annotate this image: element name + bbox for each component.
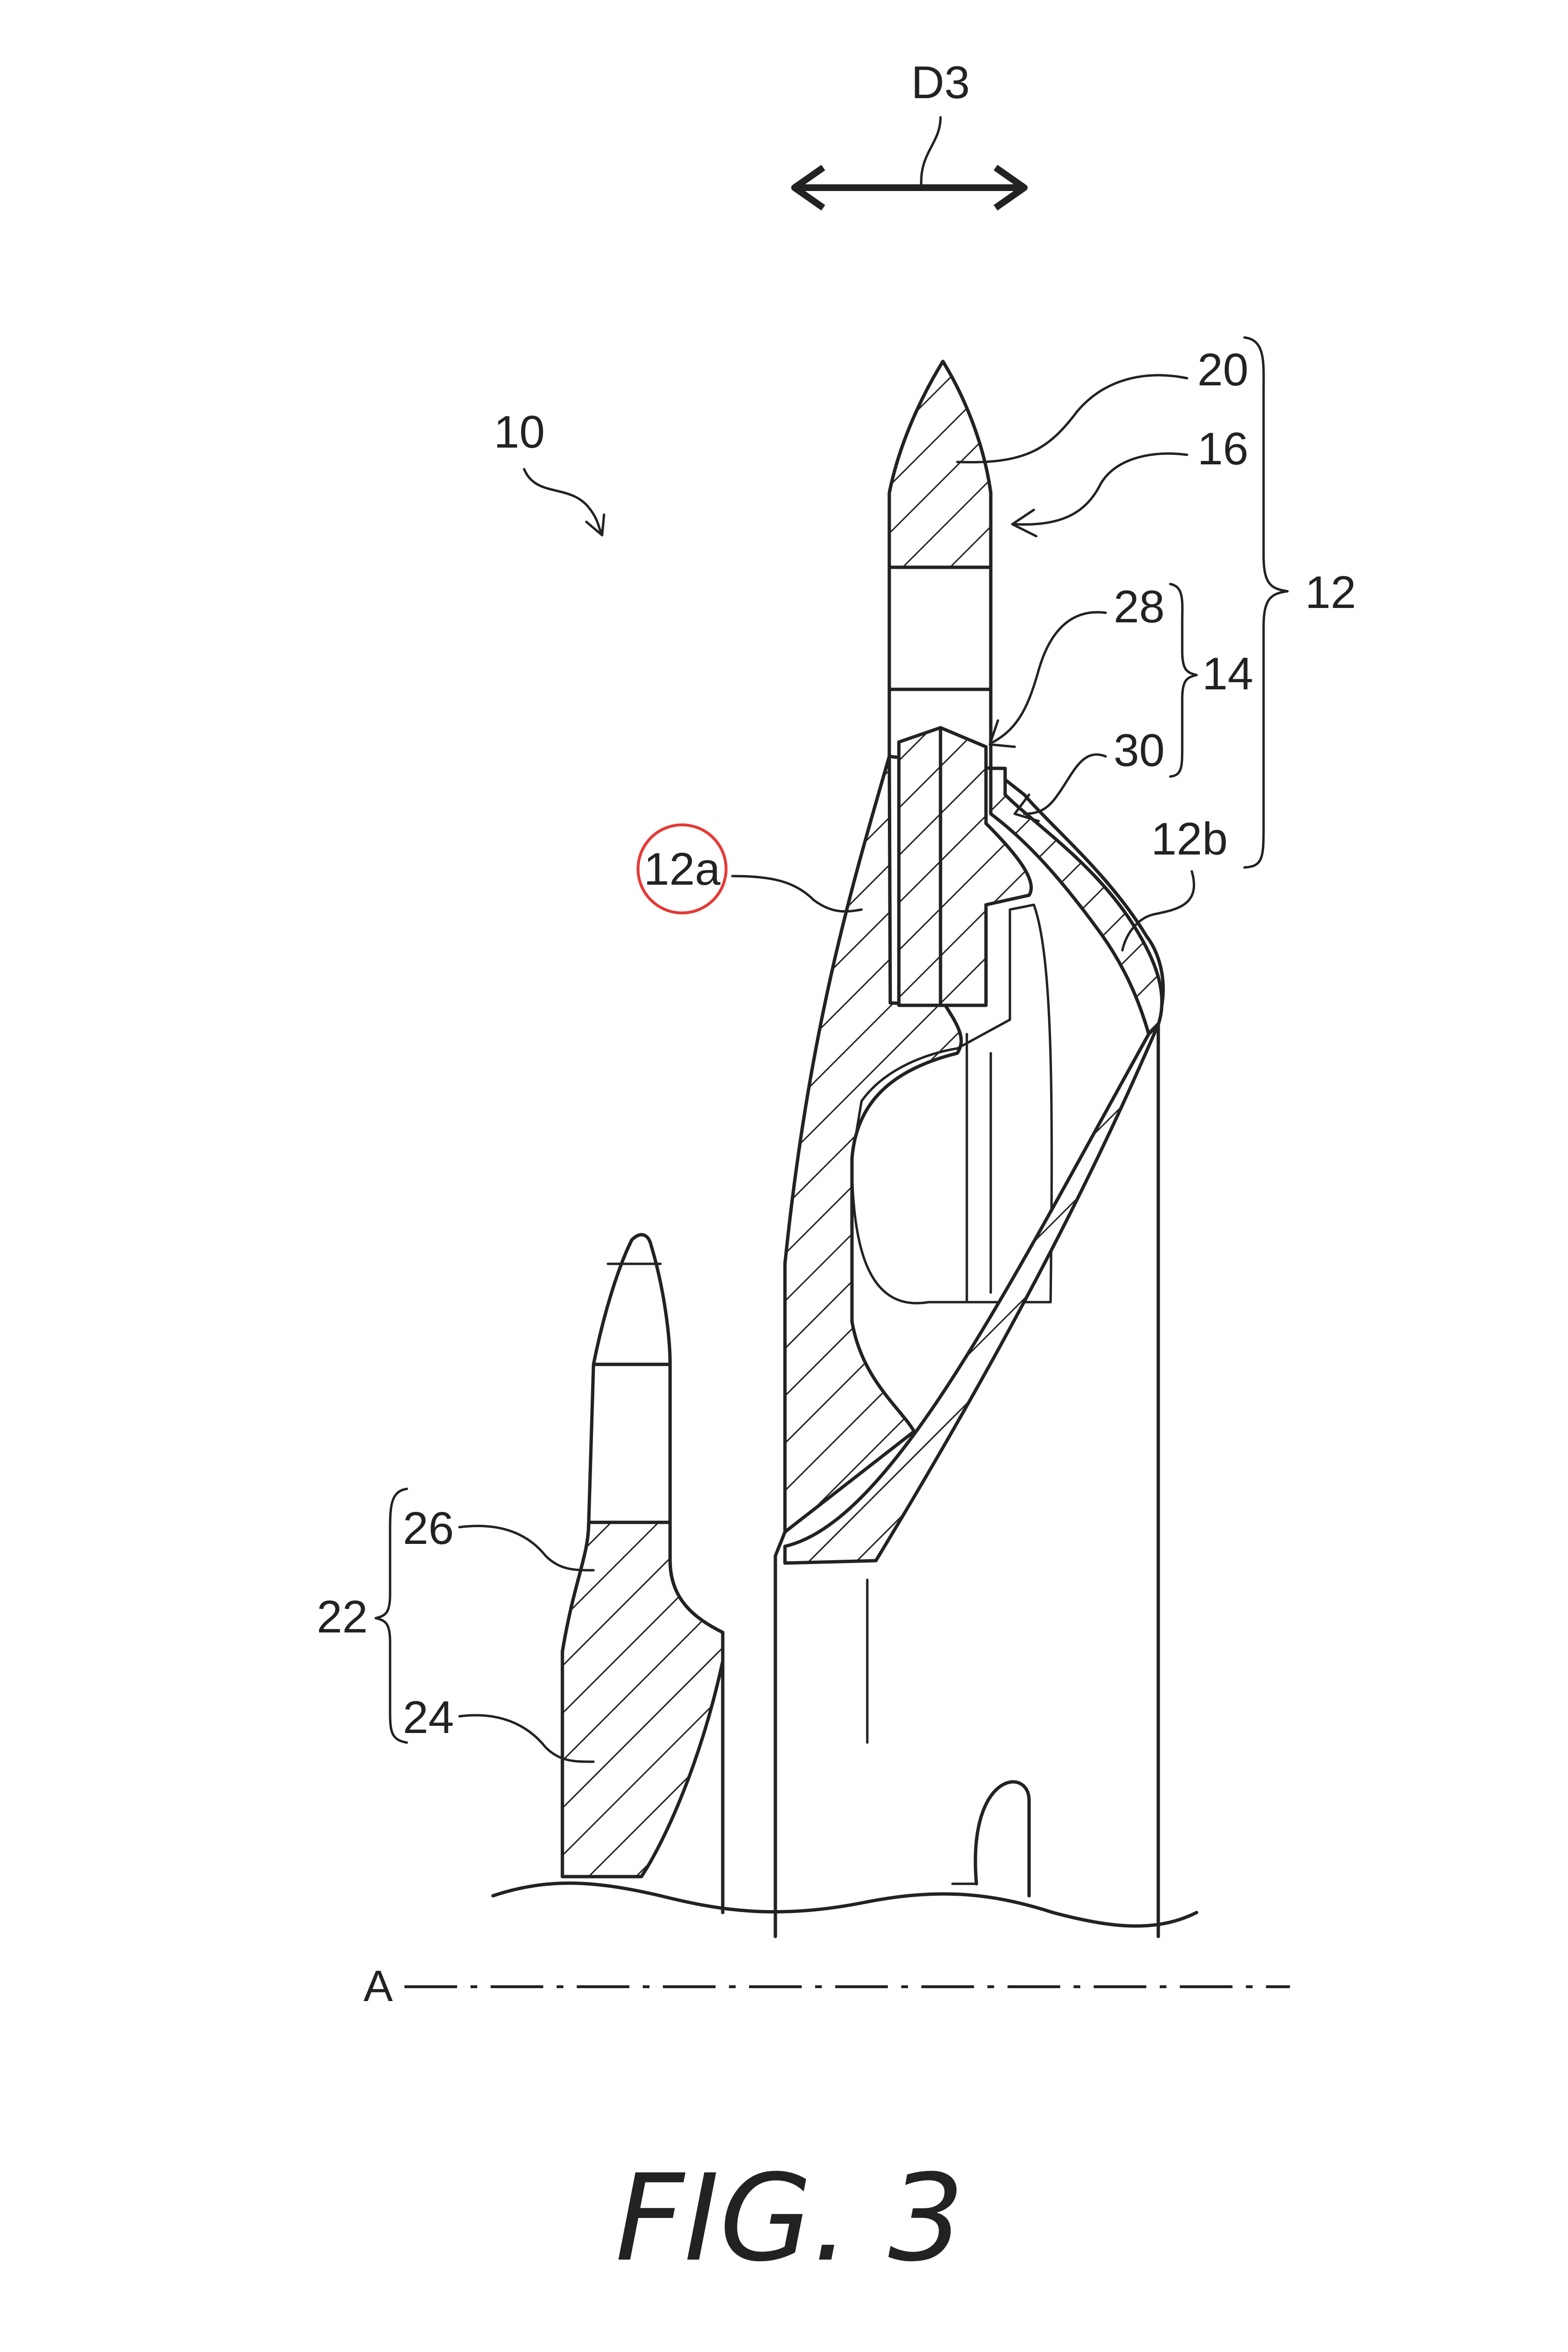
figure-caption: FIG. 3 (615, 2149, 964, 2288)
arrowhead-left (791, 165, 826, 211)
callout-10: 10 (494, 406, 605, 537)
tip-core (887, 360, 993, 569)
callout-12: 12 (1243, 336, 1356, 869)
slot-feature (974, 1780, 1031, 1898)
direction-leader (920, 116, 942, 188)
svg-text:20: 20 (1198, 344, 1249, 395)
highlight-circle (637, 823, 728, 914)
main-body-wall (783, 754, 963, 1534)
svg-text:24: 24 (403, 1692, 454, 1743)
svg-text:26: 26 (403, 1503, 454, 1554)
small-blade (560, 1233, 725, 1914)
arrowhead-right (993, 165, 1028, 211)
insert-holder (939, 726, 1033, 1007)
svg-text:28: 28 (1114, 581, 1165, 632)
callout-28: 28 (988, 581, 1165, 748)
svg-text:12a: 12a (644, 844, 721, 895)
callout-24: 24 (403, 1692, 595, 1763)
direction-indicator: D3 (791, 57, 1028, 211)
axis-label: A (363, 1962, 393, 2011)
inner-insert (897, 726, 942, 1007)
svg-text:10: 10 (494, 406, 545, 458)
lower-skin (783, 1023, 1160, 1565)
break-line (491, 1881, 1198, 1928)
small-base (560, 1520, 725, 1879)
callout-12a: 12a (637, 823, 863, 914)
main-blade (773, 360, 1165, 1938)
svg-text:30: 30 (1114, 725, 1165, 776)
callout-20: 20 (956, 344, 1249, 464)
callout-26: 26 (403, 1503, 595, 1572)
direction-label: D3 (911, 57, 970, 108)
svg-text:22: 22 (317, 1591, 368, 1643)
callout-22: 22 (317, 1487, 408, 1744)
svg-text:12b: 12b (1151, 813, 1228, 865)
svg-text:16: 16 (1198, 423, 1249, 474)
svg-text:12: 12 (1305, 567, 1356, 618)
callout-14: 14 (1169, 583, 1254, 778)
callout-16: 16 (1011, 423, 1249, 538)
callout-30: 30 (1013, 725, 1165, 822)
svg-text:14: 14 (1202, 648, 1254, 699)
inner-cavity (851, 903, 1053, 1305)
callout-12b: 12b (1121, 813, 1228, 952)
axis-line: A (363, 1962, 1290, 2011)
cover-skin (989, 766, 1164, 1036)
